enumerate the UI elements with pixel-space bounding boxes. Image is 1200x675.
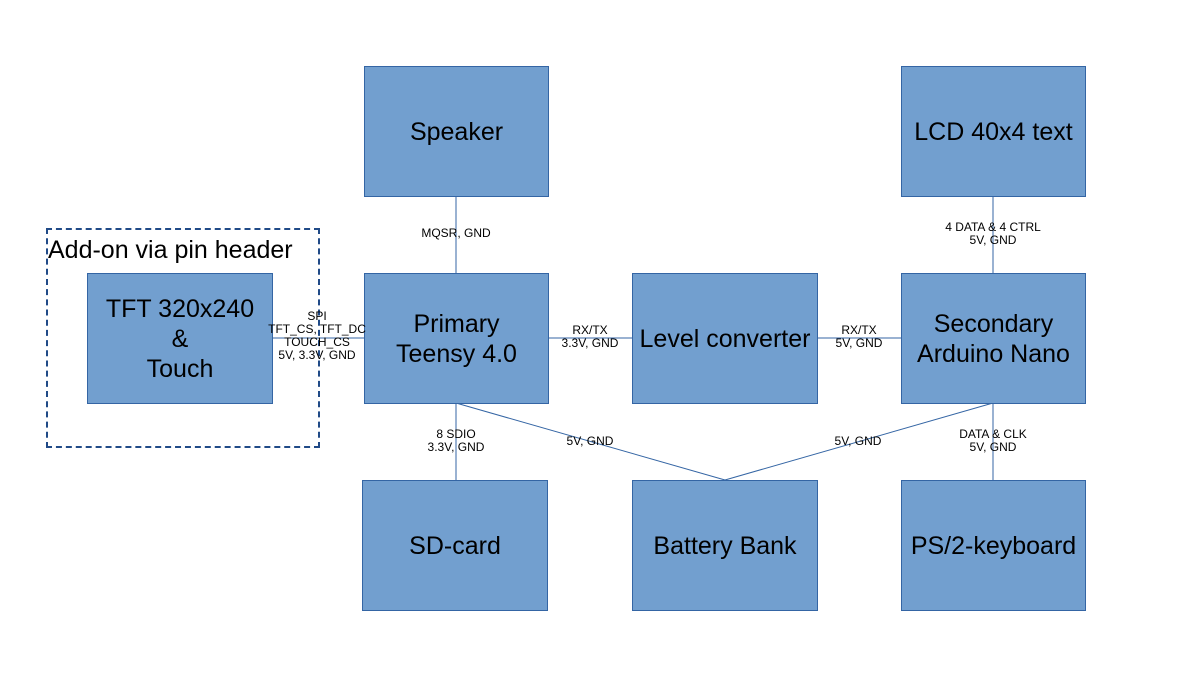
edge-label-speaker-teensy: MQSR, GND: [406, 227, 506, 240]
edge-label-tft-teensy-line-1: SPI: [307, 309, 327, 323]
edge-label-tft-teensy-line-4: 5V, 3.3V, GND: [278, 348, 356, 362]
edge-label-teensy-battery-line-1: 5V, GND: [566, 434, 614, 448]
edge-label-teensy-battery: 5V, GND: [555, 435, 625, 448]
tft-touch-block-line-2: &: [171, 324, 189, 353]
edge-label-nano-battery-line-1: 5V, GND: [834, 434, 882, 448]
sdcard-block-line-1: SD-card: [409, 531, 501, 560]
keyboard-block: PS/2-keyboard: [901, 480, 1086, 611]
level-converter-block: Level converter: [632, 273, 818, 404]
line-teensy-battery: [455, 402, 726, 481]
teensy-block-line-2: Teensy 4.0: [396, 339, 517, 368]
edge-label-level-nano-line-1: RX/TX: [841, 323, 877, 337]
edge-label-nano-keyboard-line-1: DATA & CLK: [959, 427, 1027, 441]
lcd-block-line-1: LCD 40x4 text: [914, 117, 1073, 146]
arduino-nano-block-line-2: Arduino Nano: [917, 339, 1070, 368]
arduino-nano-block-line-1: Secondary: [933, 309, 1054, 338]
level-converter-block-line-1: Level converter: [639, 324, 811, 353]
battery-bank-block-line-1: Battery Bank: [653, 531, 797, 560]
edge-label-teensy-level-line-2: 3.3V, GND: [561, 336, 619, 350]
addon-group-label: Add-on via pin header: [48, 236, 293, 264]
edge-label-tft-teensy-line-3: TOUCH_CS: [284, 335, 350, 349]
edge-label-teensy-sdcard-line-2: 3.3V, GND: [427, 440, 485, 454]
tft-touch-block: TFT 320x240&Touch: [87, 273, 273, 404]
addon-group: [46, 228, 320, 448]
keyboard-block-line-1: PS/2-keyboard: [910, 531, 1077, 560]
speaker-block: Speaker: [364, 66, 549, 197]
tft-touch-block-line-1: TFT 320x240: [105, 294, 255, 323]
line-nano-battery: [724, 402, 994, 481]
battery-bank-block: Battery Bank: [632, 480, 818, 611]
edge-label-nano-battery: 5V, GND: [823, 435, 893, 448]
edge-label-tft-teensy-line-2: TFT_CS, TFT_DC: [268, 322, 366, 336]
lcd-block: LCD 40x4 text: [901, 66, 1086, 197]
edge-label-lcd-nano-line-2: 5V, GND: [969, 233, 1017, 247]
edge-label-nano-keyboard-line-2: 5V, GND: [969, 440, 1017, 454]
edge-label-level-nano-line-2: 5V, GND: [835, 336, 883, 350]
edge-label-teensy-sdcard-line-1: 8 SDIO: [436, 427, 476, 441]
teensy-block-line-1: Primary: [413, 309, 500, 338]
tft-touch-block-line-3: Touch: [146, 354, 214, 383]
speaker-block-line-1: Speaker: [409, 117, 504, 146]
sdcard-block: SD-card: [362, 480, 548, 611]
edge-label-lcd-nano-line-1: 4 DATA & 4 CTRL: [945, 220, 1041, 234]
edge-label-speaker-teensy-line-1: MQSR, GND: [421, 226, 491, 240]
edge-label-teensy-level-line-1: RX/TX: [572, 323, 608, 337]
